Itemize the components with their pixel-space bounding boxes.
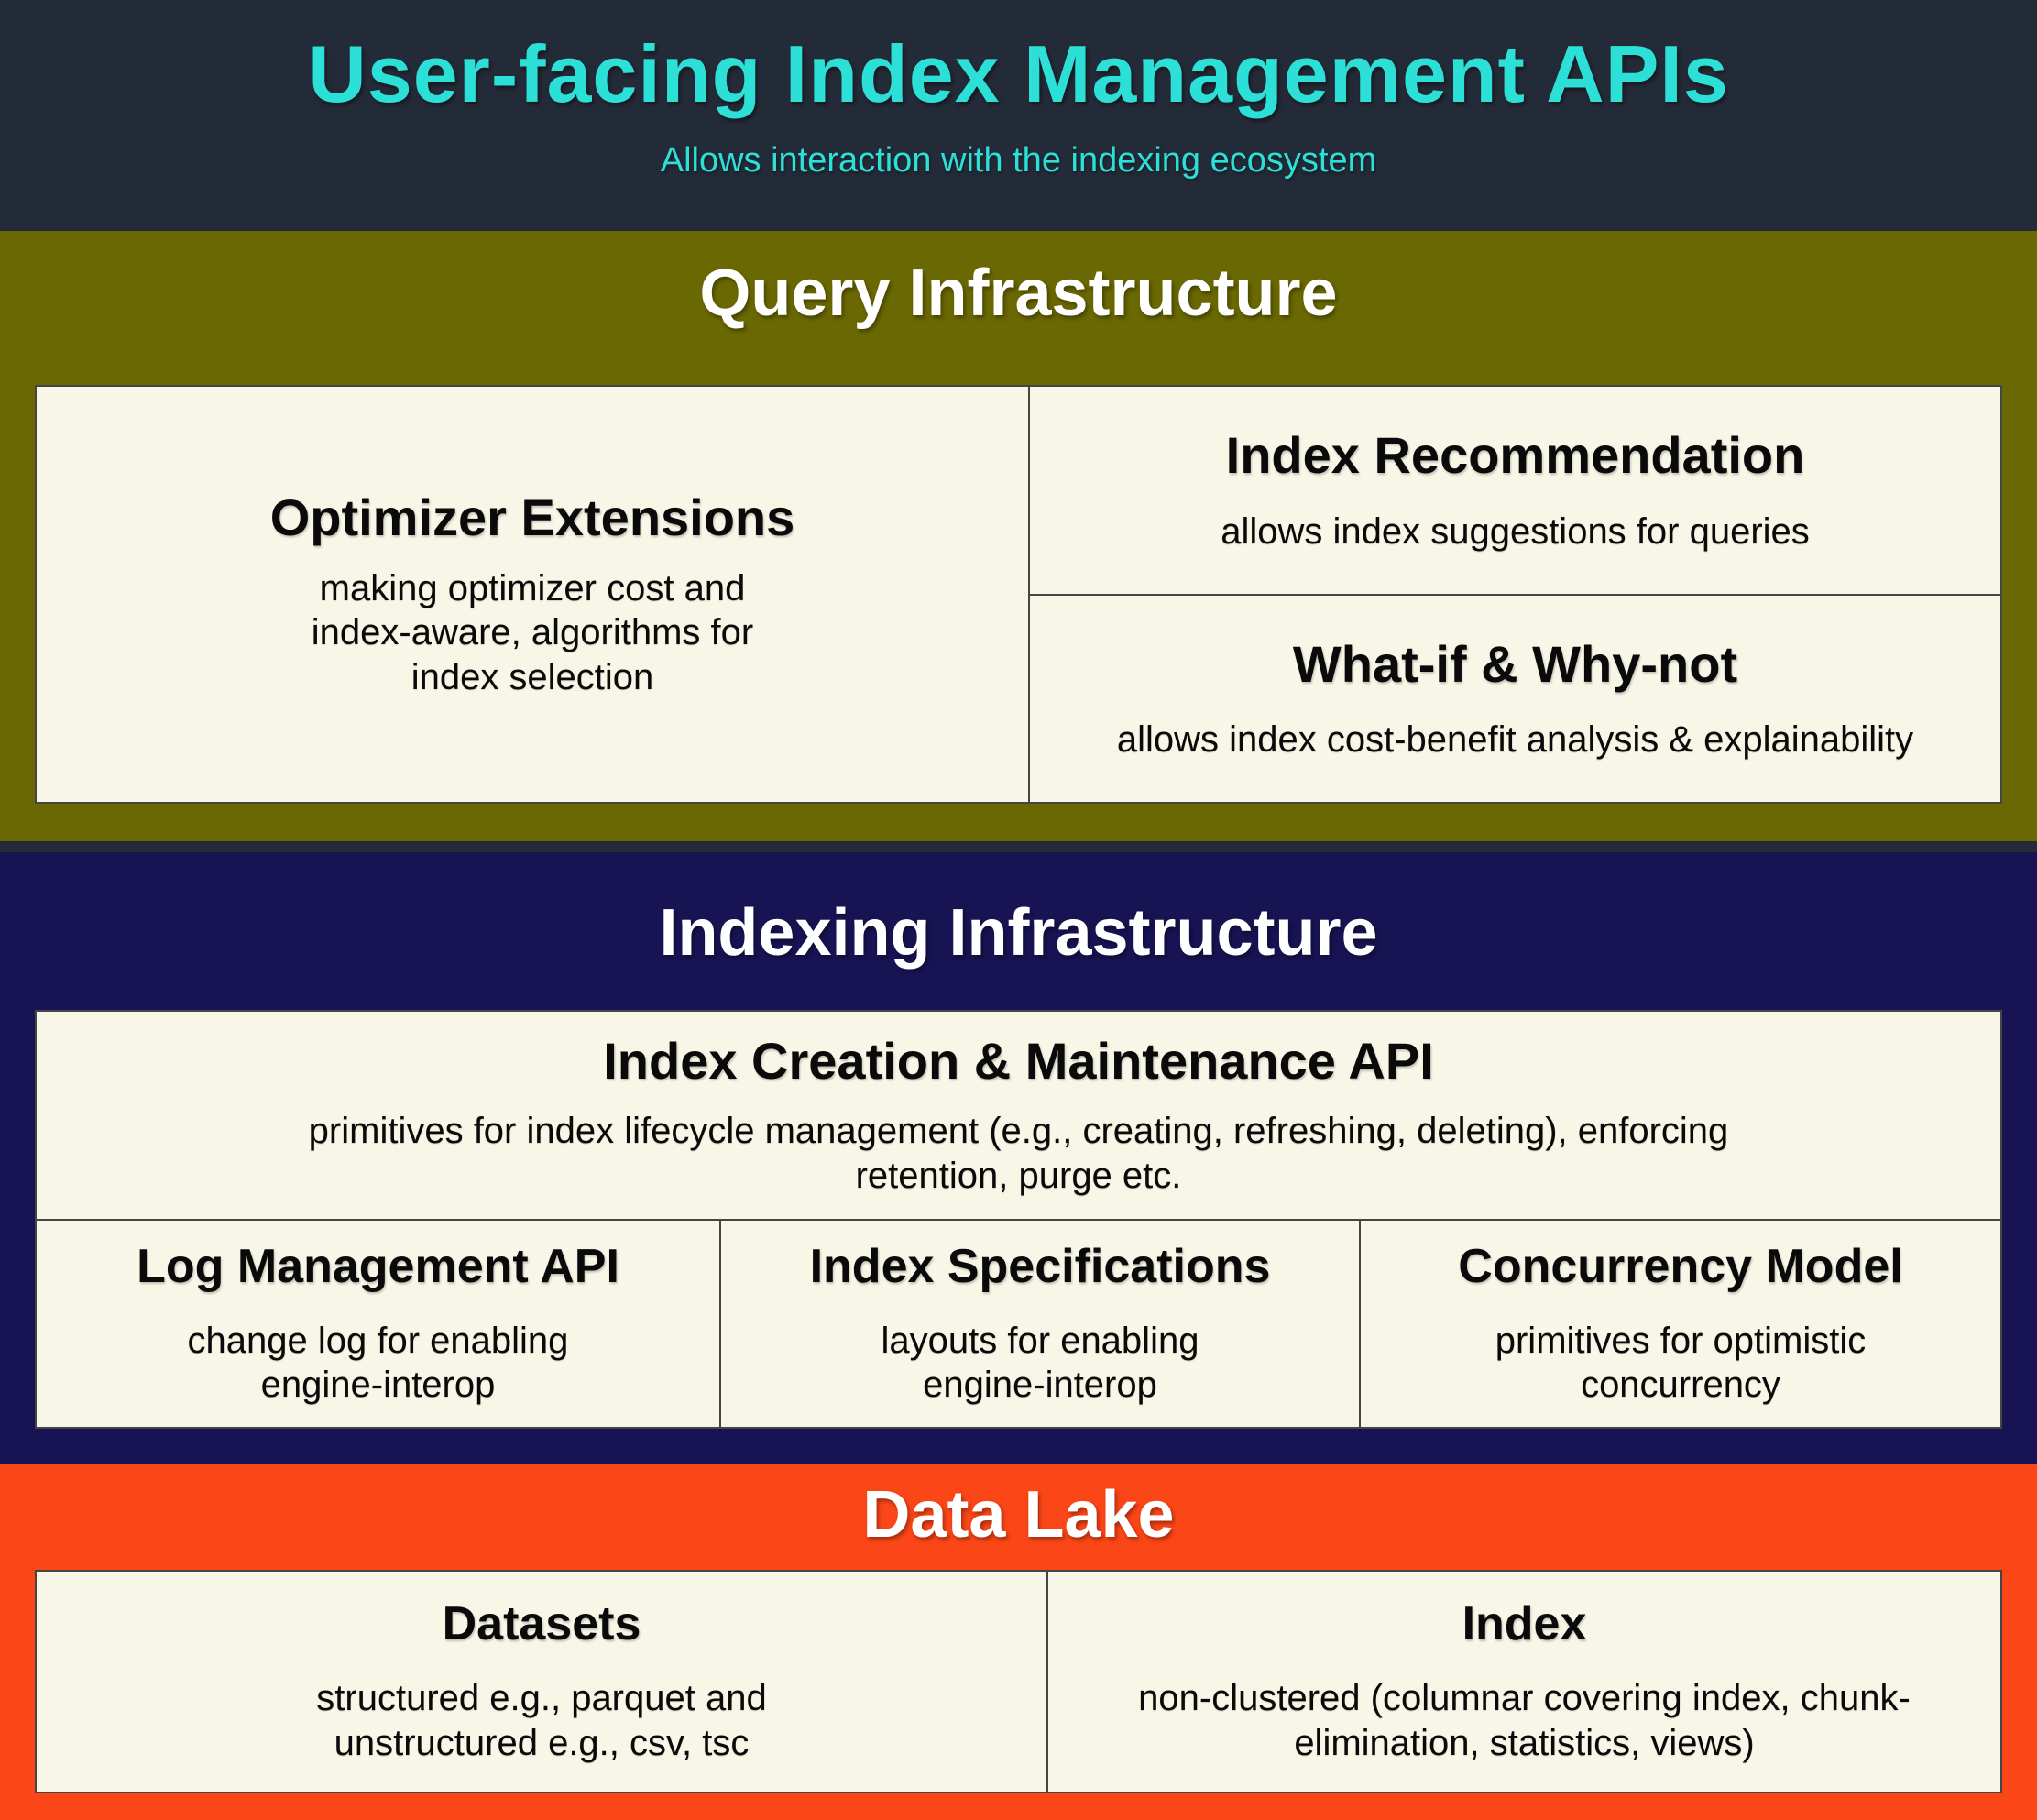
data-lake-index-description: non-clustered (columnar covering index, … [1138, 1678, 1911, 1763]
optimizer-extensions-description: making optimizer cost and index-aware, a… [311, 567, 754, 698]
card-concurrency-model: Concurrency Model primitives for optimis… [1361, 1221, 2000, 1427]
page-title: User-facing Index Management APIs [308, 28, 1729, 119]
card-data-lake-index: Index non-clustered (columnar covering i… [1048, 1572, 2000, 1792]
indexing-infrastructure-heading: Indexing Infrastructure [659, 896, 1378, 970]
data-lake-panel: Datasets structured e.g., parquet and un… [35, 1570, 2002, 1793]
index-specifications-description: layouts for enabling engine-interop [881, 1320, 1199, 1406]
card-index-creation-maintenance-api: Index Creation & Maintenance API primiti… [37, 1012, 2000, 1219]
optimizer-extensions-title: Optimizer Extensions [269, 488, 795, 547]
log-management-api-title: Log Management API [137, 1239, 619, 1293]
concurrency-model-description: primitives for optimistic concurrency [1495, 1320, 1867, 1406]
card-optimizer-extensions: Optimizer Extensions making optimizer co… [37, 387, 1028, 802]
card-log-management-api: Log Management API change log for enabli… [37, 1221, 719, 1427]
concurrency-model-title: Concurrency Model [1458, 1239, 1903, 1293]
card-index-recommendation: Index Recommendation allows index sugges… [1030, 387, 2000, 594]
header-band: User-facing Index Management APIs Allows… [0, 0, 2037, 231]
data-lake-index-title: Index [1462, 1597, 1587, 1651]
data-lake-heading: Data Lake [862, 1478, 1175, 1551]
index-creation-description: primitives for index lifecycle managemen… [308, 1111, 1729, 1197]
what-if-why-not-title: What-if & Why-not [1292, 634, 1738, 693]
log-management-api-description: change log for enabling engine-interop [187, 1320, 569, 1406]
datasets-title: Datasets [442, 1597, 641, 1651]
what-if-why-not-description: allows index cost-benefit analysis & exp… [1116, 719, 1914, 761]
indexing-panel: Index Creation & Maintenance API primiti… [35, 1010, 2002, 1429]
index-recommendation-description: allows index suggestions for queries [1221, 510, 1810, 552]
index-creation-title: Index Creation & Maintenance API [603, 1032, 1434, 1090]
query-infrastructure-heading: Query Infrastructure [699, 257, 1338, 330]
page-subtitle: Allows interaction with the indexing eco… [660, 141, 1377, 180]
section-indexing-infrastructure: Indexing Infrastructure Index Creation &… [0, 852, 2037, 1464]
index-specifications-title: Index Specifications [809, 1239, 1271, 1293]
card-datasets: Datasets structured e.g., parquet and un… [37, 1572, 1046, 1792]
card-what-if-why-not: What-if & Why-not allows index cost-bene… [1030, 596, 2000, 802]
card-index-specifications: Index Specifications layouts for enablin… [721, 1221, 1359, 1427]
section-query-infrastructure: Query Infrastructure Optimizer Extension… [0, 231, 2037, 841]
index-recommendation-title: Index Recommendation [1225, 426, 1805, 485]
query-panel: Optimizer Extensions making optimizer co… [35, 385, 2002, 804]
section-data-lake: Data Lake Datasets structured e.g., parq… [0, 1464, 2037, 1820]
band-separator [0, 841, 2037, 852]
datasets-description: structured e.g., parquet and unstructure… [316, 1678, 767, 1763]
